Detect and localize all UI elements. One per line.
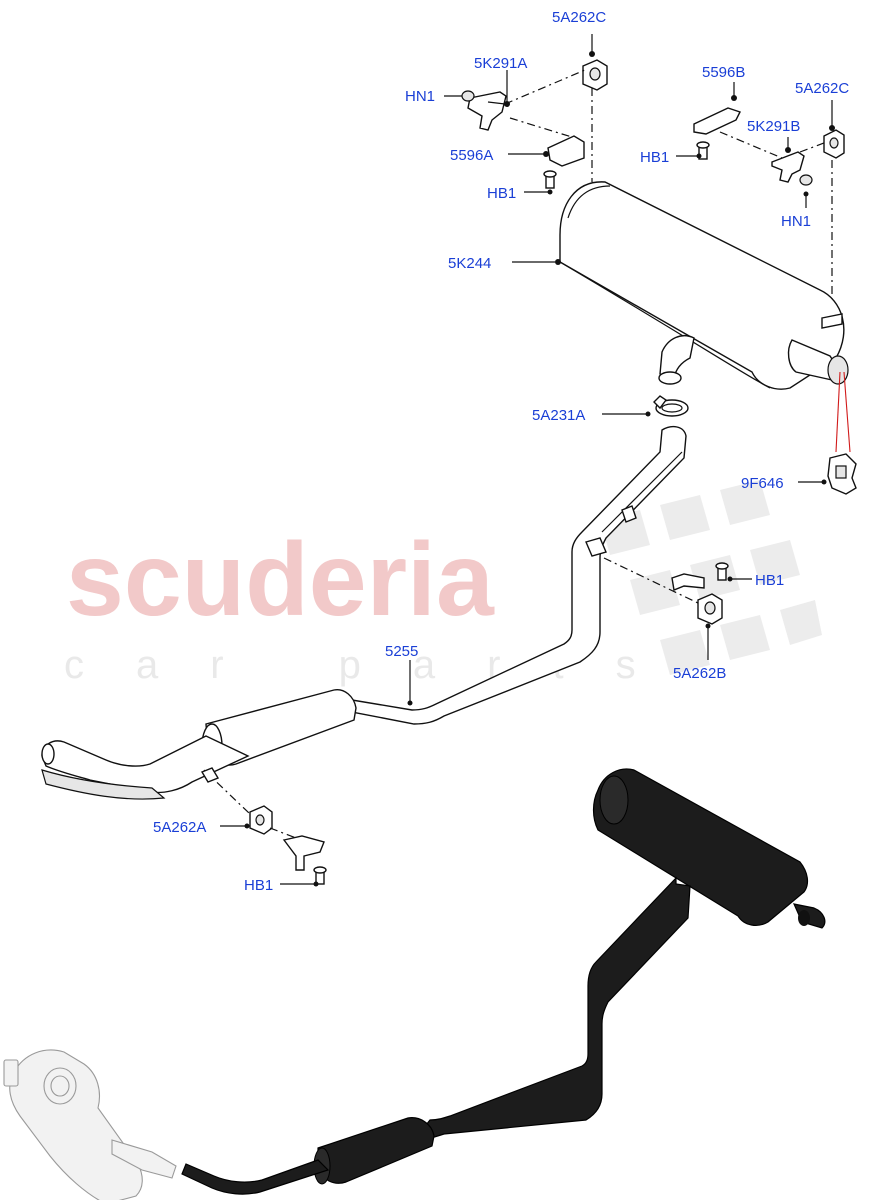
callout-HN1-right: HN1 [781, 213, 811, 230]
callout-5A262C-right: 5A262C [795, 80, 849, 97]
bolt-HB1-mid [715, 562, 733, 582]
callout-5K244: 5K244 [448, 255, 491, 272]
callout-5255: 5255 [385, 643, 418, 660]
bolt-HB1-top-left [543, 170, 557, 195]
mid-hanger-group [603, 557, 752, 660]
callout-5A262A: 5A262A [153, 819, 206, 836]
bracket-5596A [543, 135, 585, 167]
callout-5A231A: 5A231A [532, 407, 585, 424]
sensor-9F646 [821, 371, 857, 495]
rear-silencer-5K244 [555, 181, 849, 390]
hex-nut-HN1-left [461, 90, 475, 102]
callout-HB1-top-right: HB1 [640, 149, 669, 166]
callout-HN1-left: HN1 [405, 88, 435, 105]
callout-5A262B: 5A262B [673, 665, 726, 682]
callout-5K291A: 5K291A [474, 55, 527, 72]
callout-HB1-bottom: HB1 [244, 877, 273, 894]
bolt-HB1-top-right [696, 141, 710, 160]
callout-HB1-mid: HB1 [755, 572, 784, 589]
hex-nut-HN1-right [799, 174, 813, 197]
rear-hanger-group-left [444, 34, 608, 195]
watermark-brand: scuderia [66, 522, 495, 638]
catalytic-converter-icon [3, 1049, 177, 1200]
callout-HB1-top-left: HB1 [487, 185, 516, 202]
clamp-5A231A [645, 395, 689, 417]
rubber-isolator-5A262B [697, 593, 723, 629]
hanger-bracket-5K291B [771, 147, 805, 183]
callout-5596A: 5596A [450, 147, 493, 164]
rubber-isolator-5A262A [244, 805, 273, 835]
front-hanger-group [200, 767, 327, 887]
bolt-HB1-bottom [313, 866, 327, 887]
callout-9F646: 9F646 [741, 475, 784, 492]
rubber-isolator-5A262C-top [582, 51, 608, 91]
bracket-5596B [693, 82, 741, 135]
hanger-bracket-5K291A [467, 91, 510, 131]
callout-5K291B: 5K291B [747, 118, 800, 135]
exhaust-assembly-overview [3, 768, 826, 1200]
callout-labels: 5A262C 5K291A HN1 5596A HB1 5596B 5A262C… [153, 9, 849, 894]
callout-5A262C-top: 5A262C [552, 9, 606, 26]
rubber-isolator-5A262C-right [823, 125, 845, 159]
rear-hanger-group-right [676, 82, 845, 312]
callout-5596B: 5596B [702, 64, 745, 81]
